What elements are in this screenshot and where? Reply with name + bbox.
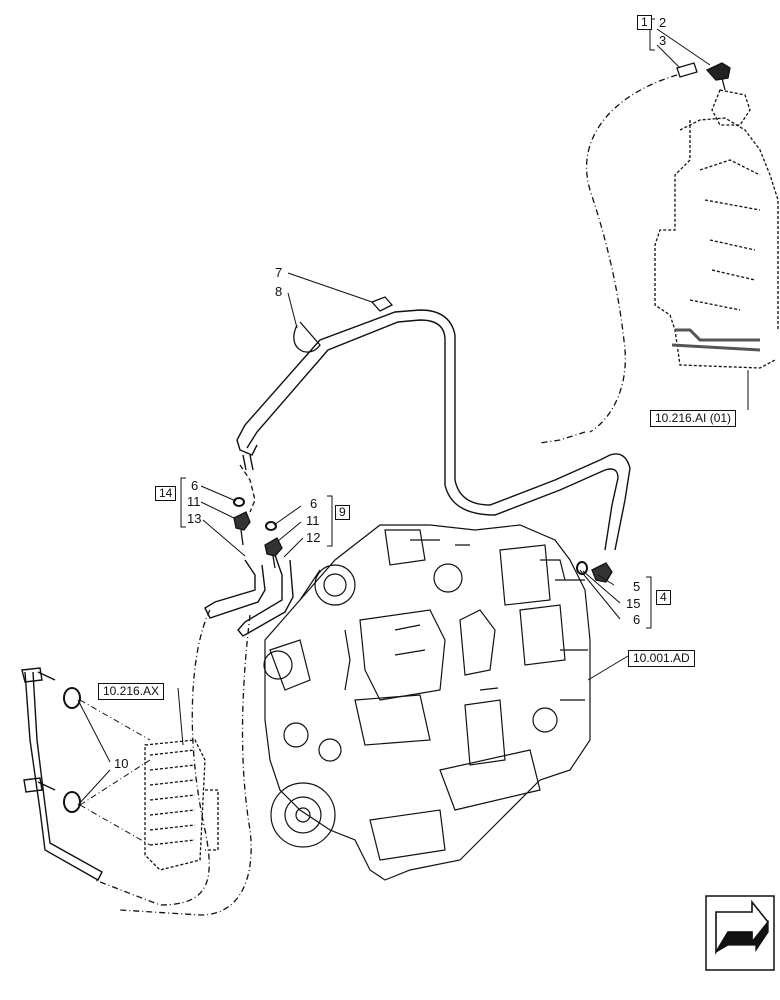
connector-11a — [233, 511, 251, 546]
callout-11a: 11 — [187, 494, 201, 509]
pipe-3 — [676, 62, 698, 78]
callout-13: 13 — [187, 511, 202, 526]
hose-cooler-dashed — [94, 464, 256, 916]
cable-tie-8 — [293, 321, 321, 353]
cooler-dash-links — [79, 699, 151, 846]
callout-6b: 6 — [310, 496, 318, 511]
callout-4: 4 — [656, 590, 671, 605]
reference-10-216-ai[interactable]: 10.216.AI (01) — [650, 410, 737, 427]
clamp-7 — [370, 296, 394, 312]
callout-6c: 6 — [633, 612, 641, 627]
bracket-14 — [180, 477, 186, 528]
fitting-elbow-2 — [705, 62, 731, 91]
callout-1: 1 — [637, 15, 652, 30]
hose-return-dashed — [539, 74, 678, 444]
bracket-4 — [646, 576, 652, 629]
callout-15: 15 — [626, 596, 641, 611]
oring-6a — [233, 497, 245, 507]
callout-11b: 11 — [306, 513, 320, 528]
callout-6a: 6 — [191, 478, 199, 493]
callout-10: 10 — [114, 756, 129, 771]
fitting-15 — [591, 562, 613, 583]
oil-cooler — [144, 739, 219, 871]
callout-9: 9 — [335, 505, 350, 520]
connector-11b — [264, 537, 283, 569]
bracket-9 — [327, 495, 333, 547]
oring-6b — [265, 521, 277, 531]
next-page-arrow-icon[interactable] — [705, 895, 775, 971]
callout-5: 5 — [633, 579, 641, 594]
reference-10-001-ad[interactable]: 10.001.AD — [628, 650, 695, 667]
leader-lines — [77, 28, 749, 806]
transmission-housing — [654, 89, 779, 369]
clamp-10a — [63, 687, 81, 709]
engine — [263, 524, 591, 881]
callout-14: 14 — [155, 486, 177, 501]
reference-10-216-ax[interactable]: 10.216.AX — [98, 683, 165, 700]
callout-7: 7 — [275, 265, 283, 280]
callout-12: 12 — [306, 530, 321, 545]
callout-8: 8 — [275, 284, 283, 299]
hose-12 — [237, 554, 294, 637]
hose-13 — [204, 559, 266, 619]
cooler-pipes — [21, 667, 103, 881]
callout-3: 3 — [659, 33, 667, 48]
callout-2: 2 — [659, 15, 667, 30]
bracket-1 — [649, 18, 655, 51]
hose-main — [236, 309, 631, 551]
clamp-10b — [63, 791, 81, 813]
oring-6c — [576, 561, 588, 575]
